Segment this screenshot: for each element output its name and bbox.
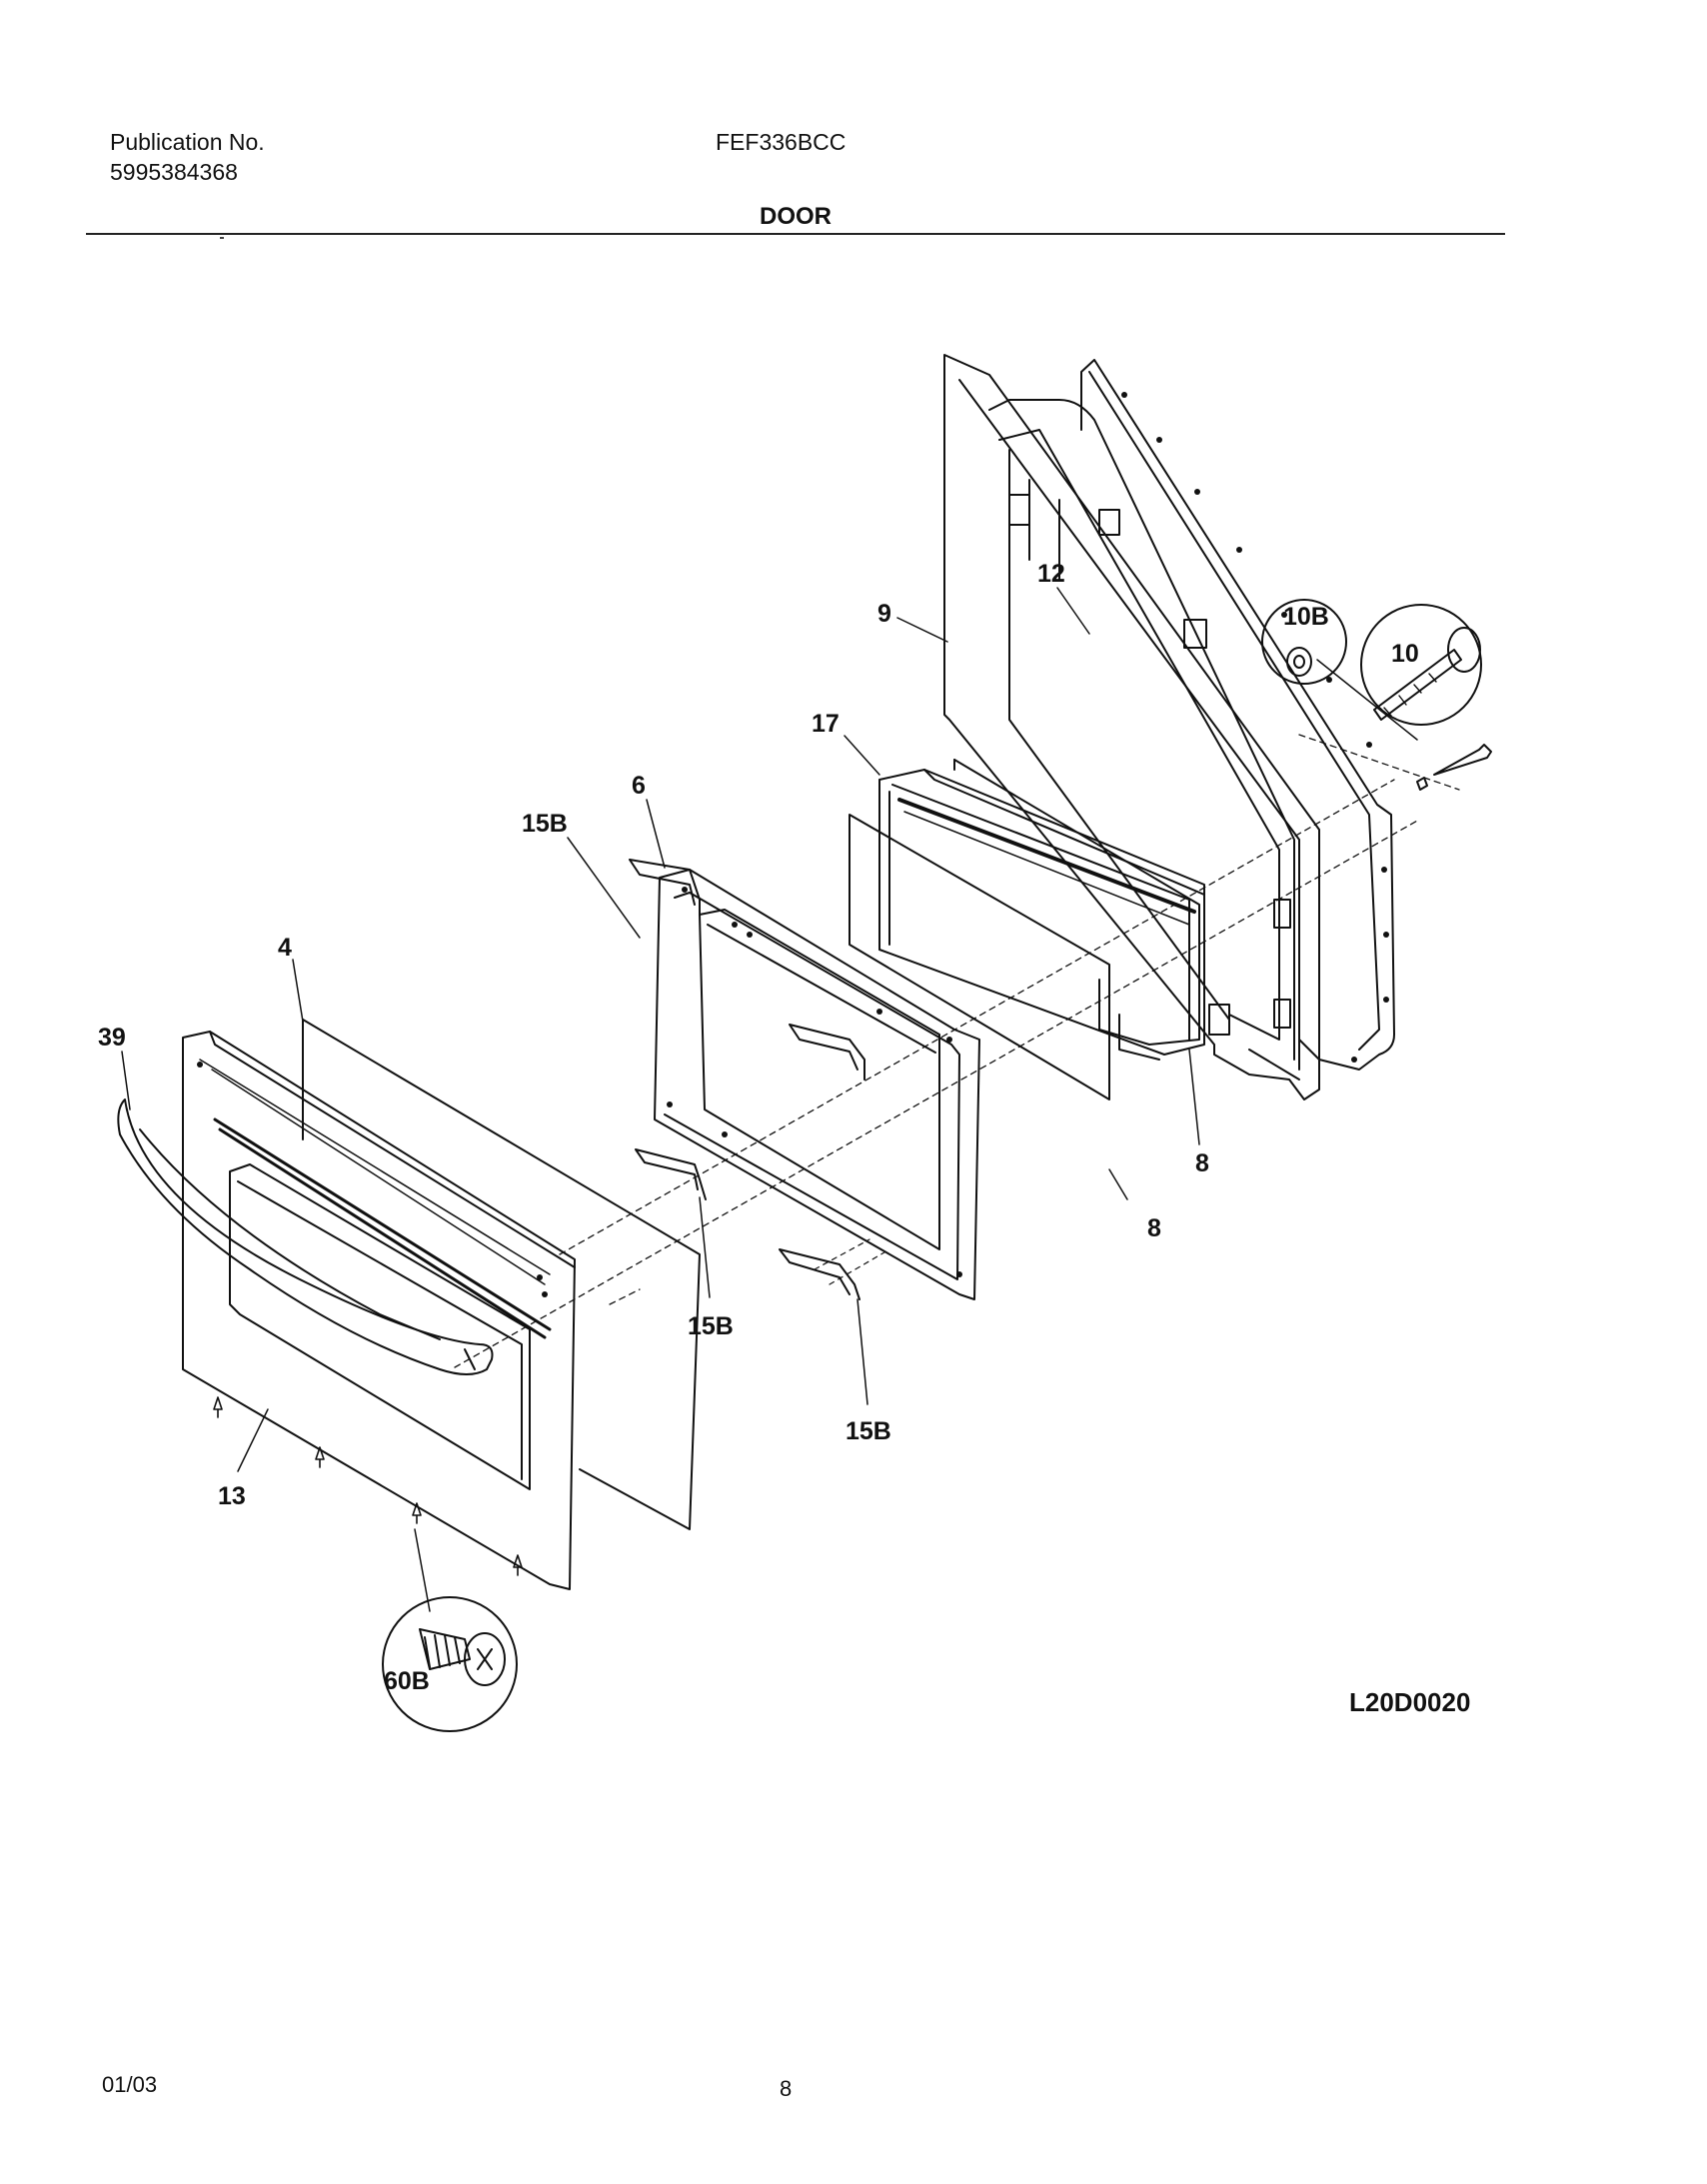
detail-circle-60b xyxy=(382,1596,518,1732)
callout-6: 6 xyxy=(632,772,646,800)
leader-lines xyxy=(121,587,1418,1612)
callout-13: 13 xyxy=(218,1482,246,1510)
callout-8-middle: 8 xyxy=(1147,1214,1161,1242)
insulation-board xyxy=(302,1019,701,1530)
detail-circle-10b xyxy=(1261,599,1347,685)
outer-door-panel xyxy=(182,1031,576,1590)
door-liner-frame xyxy=(654,869,980,1300)
insulation-glass-pack xyxy=(878,769,1205,1061)
hinge-clip-lower-left xyxy=(635,1148,707,1200)
handle-bolt-parts xyxy=(1416,744,1492,791)
callout-12: 12 xyxy=(1037,560,1065,588)
callout-15b-middle: 15B xyxy=(688,1312,734,1340)
header-rule xyxy=(86,233,1505,235)
callout-9: 9 xyxy=(877,600,891,628)
inner-door-panel xyxy=(943,354,1320,1100)
header-rule-tick xyxy=(220,237,224,239)
callout-15b-top: 15B xyxy=(522,810,568,838)
detail-circle-10 xyxy=(1360,604,1482,726)
callout-17: 17 xyxy=(812,710,840,738)
middle-glass-panel xyxy=(849,814,1110,1100)
callout-60b: 60B xyxy=(384,1667,430,1695)
model-number: FEF336BCC xyxy=(716,129,847,155)
publication-number: 5995384368 xyxy=(110,159,238,185)
hinge-clip-center xyxy=(789,1024,865,1081)
publication-label: Publication No. xyxy=(110,129,265,155)
door-handle xyxy=(117,1098,494,1375)
callout-10b: 10B xyxy=(1283,603,1329,631)
hinge-clip-top xyxy=(629,859,701,916)
footer-date: 01/03 xyxy=(102,2072,158,2097)
door-gasket-frame xyxy=(1080,359,1395,1071)
callout-8-right: 8 xyxy=(1195,1149,1209,1177)
hinge-clip-lower-right xyxy=(779,1238,890,1300)
section-title: DOOR xyxy=(760,203,832,230)
callout-15b-lower: 15B xyxy=(846,1417,891,1445)
callout-10: 10 xyxy=(1391,640,1419,668)
callout-39: 39 xyxy=(98,1024,126,1052)
callout-4: 4 xyxy=(278,934,292,962)
outer-glass-panel xyxy=(953,759,1200,1046)
bottom-screws xyxy=(213,1396,523,1576)
drawing-id: L20D0020 xyxy=(1349,1687,1471,1717)
footer-page-number: 8 xyxy=(780,2076,793,2101)
